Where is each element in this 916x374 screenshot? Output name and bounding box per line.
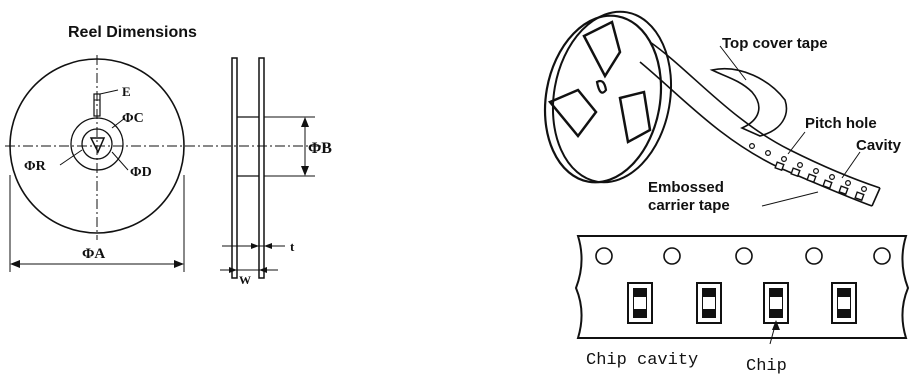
- label-t: t: [290, 239, 295, 254]
- reel-center-hub: [595, 79, 608, 94]
- illustration-reel-front: [543, 14, 663, 184]
- label-chip: Chip: [746, 357, 787, 374]
- tape-cavities: [774, 161, 865, 202]
- embossed-tape-leader: [761, 191, 819, 207]
- carrier-tape-end: [871, 187, 881, 207]
- reel-front-view: [5, 55, 330, 272]
- w-arrow-left: [229, 267, 237, 273]
- hub-inner-circle: [81, 128, 113, 160]
- phi-b-arrow-top: [301, 117, 309, 127]
- label-top-cover-tape: Top cover tape: [722, 35, 828, 52]
- hub-arbor-triangle: [89, 137, 106, 154]
- hub-outer-circle: [70, 117, 124, 171]
- label-w: W: [239, 273, 251, 287]
- w-arrow-right: [259, 267, 267, 273]
- hub-slot: [93, 93, 101, 117]
- label-e: E: [122, 84, 131, 99]
- reel-window-left: [547, 88, 598, 139]
- top-cover-tape-leader: [719, 45, 747, 81]
- tape-strip-outline: [574, 235, 910, 339]
- reel-dimensions-title: Reel Dimensions: [68, 24, 197, 41]
- label-chip-cavity: Chip cavity: [586, 351, 698, 370]
- flat-carrier-tape-strip: [574, 235, 910, 345]
- reel-side-view: [220, 57, 315, 279]
- label-embossed: Embossed: [648, 179, 724, 196]
- tape-reel-illustration: [543, 10, 881, 207]
- e-leader: [99, 89, 119, 95]
- phi-d-leader: [111, 151, 129, 171]
- label-phi-b: ΦB: [308, 140, 332, 157]
- label-phi-a: ΦA: [82, 246, 105, 262]
- t-arrow-left: [251, 243, 259, 249]
- cavity-leader: [841, 151, 861, 179]
- label-pitch-hole: Pitch hole: [805, 115, 877, 132]
- label-cavity: Cavity: [856, 137, 902, 154]
- reel-flange-left: [231, 57, 238, 279]
- strip-chip-cavities: [627, 282, 857, 324]
- pitch-hole-leader: [787, 131, 806, 155]
- reel-flange-right: [258, 57, 265, 279]
- top-cover-tape: [709, 68, 788, 137]
- label-carrier-tape: carrier tape: [648, 197, 730, 214]
- label-phi-r: ΦR: [24, 159, 47, 174]
- carrier-tape-upper-edge: [649, 41, 881, 189]
- phi-r-leader: [59, 149, 83, 166]
- tape-pitch-holes: [748, 143, 867, 193]
- reel-window-top: [582, 20, 622, 79]
- reel-window-right: [618, 90, 652, 144]
- phi-b-arrow-bottom: [301, 166, 309, 176]
- phi-a-arrow-right: [174, 260, 184, 268]
- label-phi-d: ΦD: [130, 165, 152, 180]
- label-phi-c: ΦC: [122, 111, 144, 126]
- strip-pitch-holes: [595, 247, 891, 265]
- phi-c-leader: [111, 117, 126, 129]
- t-arrow-right: [264, 243, 272, 249]
- carrier-tape-lower-edge: [639, 61, 873, 207]
- phi-a-arrow-left: [10, 260, 20, 268]
- chip-leader-arrow: [772, 320, 780, 330]
